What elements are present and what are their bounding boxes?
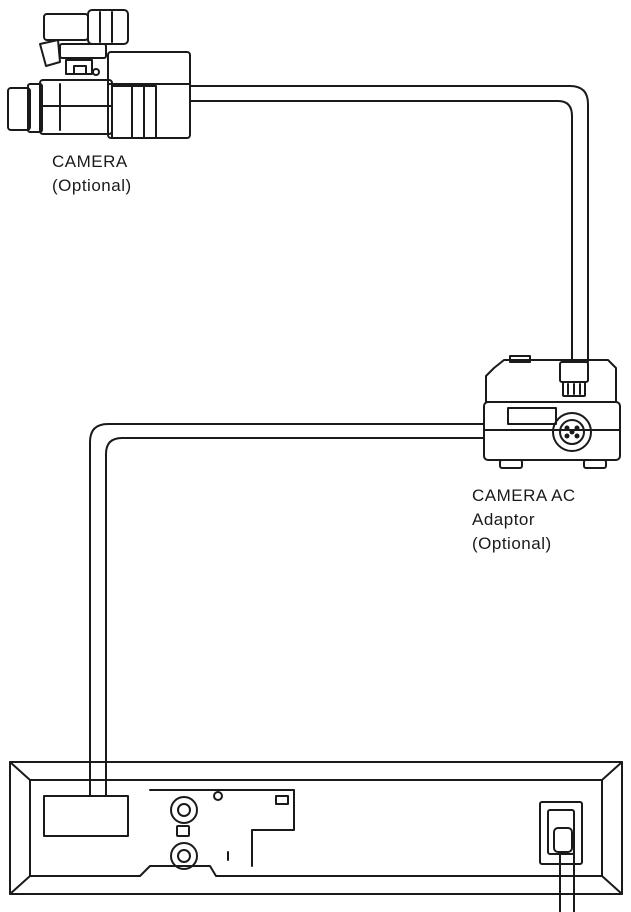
camcorder-icon <box>7 9 191 139</box>
camera-cable <box>189 85 589 363</box>
adaptor-label-line1: CAMERA AC <box>472 486 576 505</box>
vcr-rear-panel-icon <box>9 761 623 912</box>
adaptor-cable <box>89 423 485 797</box>
camera-label-line1: CAMERA <box>52 152 128 171</box>
adaptor-label-line3: (Optional) <box>472 534 552 553</box>
ac-adaptor-icon <box>483 355 621 469</box>
adaptor-label: CAMERA AC Adaptor (Optional) <box>472 484 576 556</box>
camera-label-line2: (Optional) <box>52 176 132 195</box>
adaptor-label-line2: Adaptor <box>472 510 536 529</box>
camera-label: CAMERA (Optional) <box>52 150 132 198</box>
